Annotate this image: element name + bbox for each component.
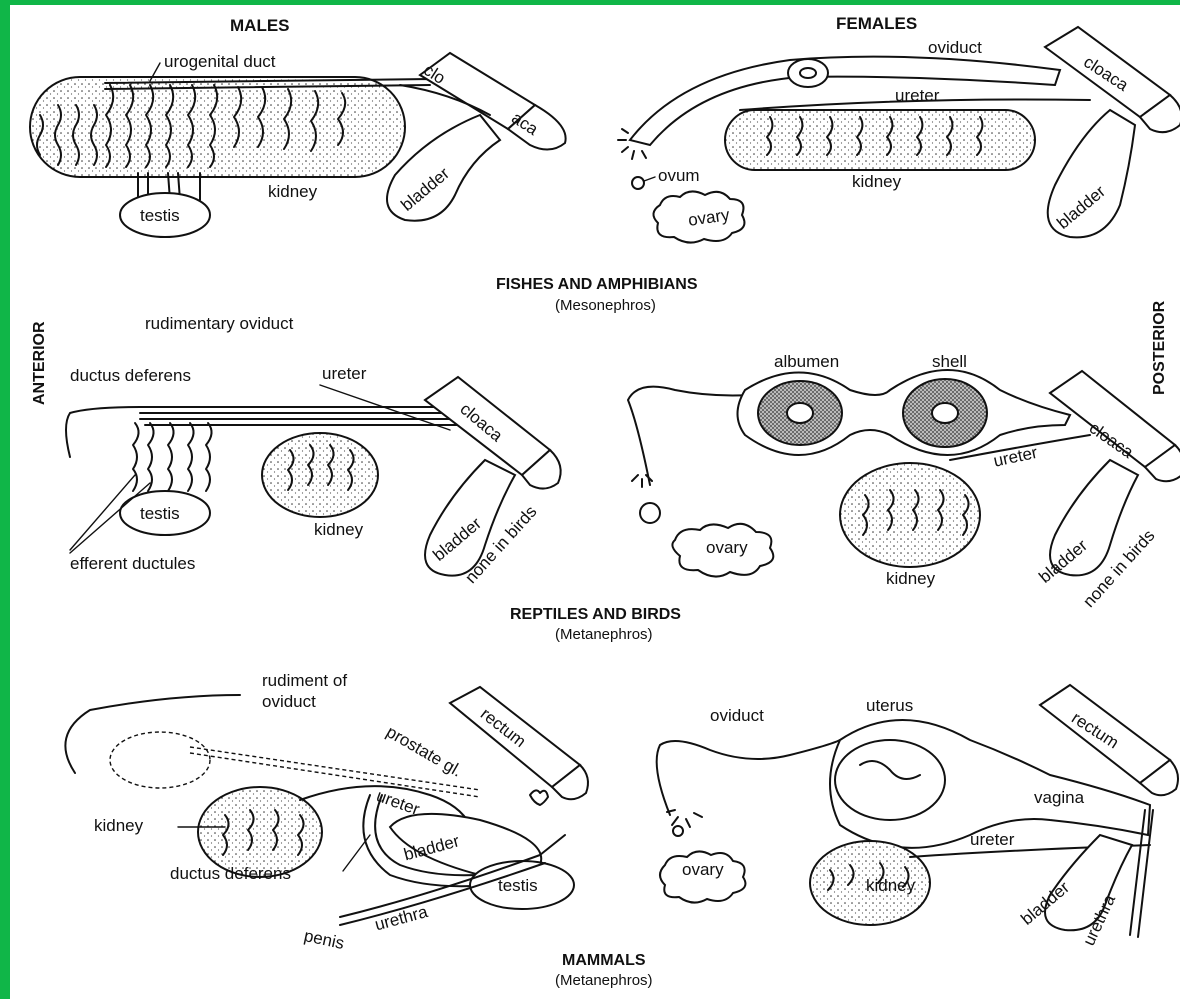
- label-ovary-2: ovary: [706, 539, 748, 556]
- label-vagina: vagina: [1034, 789, 1084, 806]
- caption-reptiles: REPTILES AND BIRDS: [510, 607, 681, 623]
- label-kidney-2: kidney: [852, 173, 901, 190]
- label-ureter-2: ureter: [322, 365, 366, 382]
- caption-reptiles-sub: (Metanephros): [555, 627, 653, 642]
- label-males: MALES: [230, 17, 290, 34]
- label-ureter-5: ureter: [970, 831, 1014, 848]
- label-kidney-4: kidney: [886, 570, 935, 587]
- caption-fishes: FISHES AND AMPHIBIANS: [496, 277, 698, 293]
- label-females: FEMALES: [836, 15, 917, 32]
- label-anterior: ANTERIOR: [32, 321, 48, 405]
- diagram-page: MALES FEMALES urogenital duct clo aca ki…: [10, 5, 1180, 999]
- label-rudiment-of: rudiment of: [262, 672, 347, 689]
- label-shell: shell: [932, 353, 967, 370]
- label-testis-3: testis: [498, 877, 538, 894]
- label-ureter-1: ureter: [895, 87, 939, 104]
- label-ductus-deferens-2: ductus deferens: [170, 865, 291, 882]
- label-oviduct-3: oviduct: [710, 707, 764, 724]
- label-ductus-deferens-1: ductus deferens: [70, 367, 191, 384]
- caption-mammals: MAMMALS: [562, 953, 646, 969]
- label-albumen: albumen: [774, 353, 839, 370]
- label-testis-1: testis: [140, 207, 180, 224]
- label-efferent-ductules: efferent ductules: [70, 555, 195, 572]
- urogenital-diagram-drawing: [10, 5, 1180, 999]
- label-ovary-3: ovary: [682, 861, 724, 878]
- label-rudimentary-oviduct: rudimentary oviduct: [145, 315, 293, 332]
- caption-fishes-sub: (Mesonephros): [555, 298, 656, 313]
- label-oviduct-2: oviduct: [262, 693, 316, 710]
- label-ovum: ovum: [658, 167, 700, 184]
- label-kidney-1: kidney: [268, 183, 317, 200]
- label-kidney-6: kidney: [866, 877, 915, 894]
- label-oviduct-1: oviduct: [928, 39, 982, 56]
- label-kidney-5: kidney: [94, 817, 143, 834]
- label-testis-2: testis: [140, 505, 180, 522]
- fish-male-tract: [30, 53, 566, 237]
- label-urogenital-duct: urogenital duct: [164, 53, 276, 70]
- label-posterior: POSTERIOR: [1152, 301, 1168, 395]
- label-kidney-3: kidney: [314, 521, 363, 538]
- label-uterus: uterus: [866, 697, 913, 714]
- caption-mammals-sub: (Metanephros): [555, 973, 653, 988]
